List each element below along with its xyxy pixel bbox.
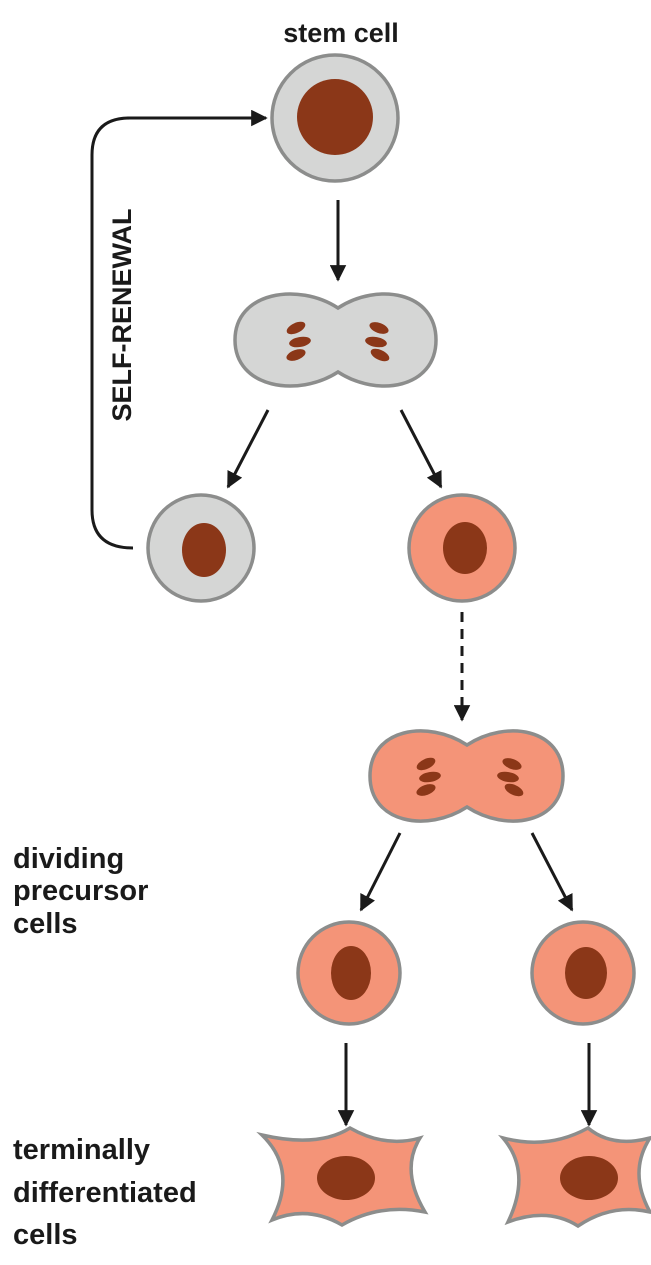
chromosome (497, 771, 519, 783)
self-renewal-label: SELF-RENEWAL (107, 209, 137, 422)
dividing-precursor-cell (368, 729, 565, 823)
chromosome (286, 349, 306, 361)
chromosome (416, 757, 436, 771)
chromosome (502, 758, 522, 770)
chromosome (289, 336, 311, 348)
chromosome (369, 322, 389, 334)
left-differentiated-cell-nucleus (317, 1156, 375, 1200)
chromosome (419, 771, 441, 783)
arrow-to-left-precursor (359, 832, 402, 912)
arrow-to-right-precursor (530, 832, 574, 912)
arrow-to-stem-daughter (226, 409, 270, 489)
terminal-label-line-2: differentiated (13, 1177, 197, 1209)
right-precursor-cell (530, 920, 636, 1026)
daughter-stem-cell-nucleus (182, 523, 226, 577)
arrow-to-precursor-daughter (399, 409, 443, 489)
chromosome (286, 321, 306, 335)
terminal-label-line-1: terminally (13, 1134, 150, 1166)
left-precursor-cell (296, 920, 402, 1026)
dividing-precursor-cell-body (368, 729, 565, 823)
chromosome (504, 783, 524, 797)
dividing-stem-cell-body (233, 292, 438, 388)
dividing-label-line-1: dividing (13, 843, 124, 875)
dividing-label-line-3: cells (13, 908, 78, 940)
left-precursor-cell-nucleus (331, 946, 371, 1000)
right-precursor-cell-nucleus (565, 947, 607, 999)
dividing-stem-cell (233, 292, 438, 388)
right-differentiated-cell-nucleus (560, 1156, 618, 1200)
right-differentiated-cell (498, 1125, 651, 1229)
self-renewal-arrow (90, 109, 268, 550)
chromosome (365, 336, 387, 348)
chromosome (416, 784, 436, 796)
stem-cell-nucleus (297, 79, 373, 155)
daughter-stem-cell (146, 493, 256, 603)
stem-cell-label: stem cell (283, 18, 399, 48)
stem-cell (270, 53, 400, 183)
chromosome (370, 348, 390, 362)
left-differentiated-cell (256, 1125, 429, 1228)
precursor-cell-nucleus (443, 522, 487, 574)
self-renewal-loop: SELF-RENEWAL (90, 109, 268, 550)
terminal-label-line-3: cells (13, 1219, 78, 1251)
dividing-label-line-2: precursor (13, 875, 148, 907)
precursor-cell (407, 493, 517, 603)
